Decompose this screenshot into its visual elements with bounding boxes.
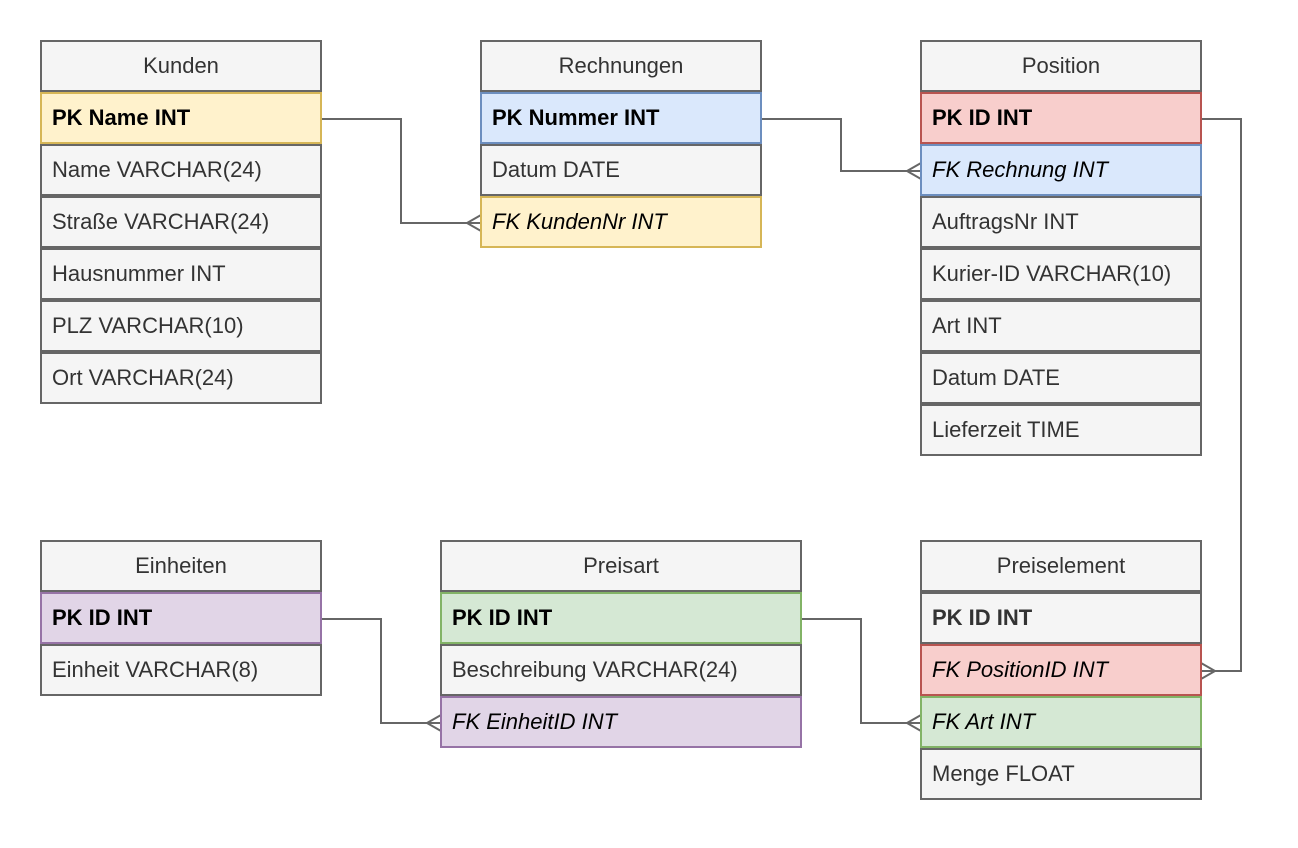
table-preisart[interactable]: Preisart PK ID INT Beschreibung VARCHAR(…: [440, 540, 802, 750]
preiselement-row-fk-art: FK Art INT: [920, 696, 1202, 748]
position-row-datum: Datum DATE: [920, 352, 1202, 404]
connector-kunden-rechnungen: [321, 118, 482, 232]
table-position-header: Position: [920, 40, 1202, 92]
table-preiselement-header: Preiselement: [920, 540, 1202, 592]
preisart-row-beschreibung: Beschreibung VARCHAR(24): [440, 644, 802, 696]
rechnungen-row-pk-nummer: PK Nummer INT: [480, 92, 762, 144]
table-rechnungen[interactable]: Rechnungen PK Nummer INT Datum DATE FK K…: [480, 40, 762, 250]
kunden-row-name: Name VARCHAR(24): [40, 144, 322, 196]
preisart-row-fk-einheitid: FK EinheitID INT: [440, 696, 802, 748]
preiselement-row-pk-id: PK ID INT: [920, 592, 1202, 644]
position-row-auftragsnr: AuftragsNr INT: [920, 196, 1202, 248]
rechnungen-row-datum: Datum DATE: [480, 144, 762, 196]
position-row-pk-id: PK ID INT: [920, 92, 1202, 144]
table-kunden-header: Kunden: [40, 40, 322, 92]
table-einheiten-header: Einheiten: [40, 540, 322, 592]
table-einheiten[interactable]: Einheiten PK ID INT Einheit VARCHAR(8): [40, 540, 322, 698]
position-row-art: Art INT: [920, 300, 1202, 352]
kunden-row-ort: Ort VARCHAR(24): [40, 352, 322, 404]
connector-preisart-preiselement: [801, 618, 922, 732]
position-row-fk-rechnung: FK Rechnung INT: [920, 144, 1202, 196]
kunden-row-plz: PLZ VARCHAR(10): [40, 300, 322, 352]
kunden-row-hausnummer: Hausnummer INT: [40, 248, 322, 300]
einheiten-row-einheit: Einheit VARCHAR(8): [40, 644, 322, 696]
position-row-lieferzeit: Lieferzeit TIME: [920, 404, 1202, 456]
preiselement-row-fk-positionid: FK PositionID INT: [920, 644, 1202, 696]
rechnungen-row-fk-kundennr: FK KundenNr INT: [480, 196, 762, 248]
preisart-row-pk-id: PK ID INT: [440, 592, 802, 644]
connector-einheiten-preisart: [321, 618, 442, 732]
table-preisart-header: Preisart: [440, 540, 802, 592]
table-kunden[interactable]: Kunden PK Name INT Name VARCHAR(24) Stra…: [40, 40, 322, 406]
position-row-kurier-id: Kurier-ID VARCHAR(10): [920, 248, 1202, 300]
table-preiselement[interactable]: Preiselement PK ID INT FK PositionID INT…: [920, 540, 1202, 802]
table-rechnungen-header: Rechnungen: [480, 40, 762, 92]
preiselement-row-menge: Menge FLOAT: [920, 748, 1202, 800]
connector-position-preiselement: [1200, 118, 1242, 680]
connector-rechnungen-position: [761, 118, 922, 180]
table-position[interactable]: Position PK ID INT FK Rechnung INT Auftr…: [920, 40, 1202, 458]
einheiten-row-pk-id: PK ID INT: [40, 592, 322, 644]
kunden-row-strasse: Straße VARCHAR(24): [40, 196, 322, 248]
kunden-row-pk-name: PK Name INT: [40, 92, 322, 144]
